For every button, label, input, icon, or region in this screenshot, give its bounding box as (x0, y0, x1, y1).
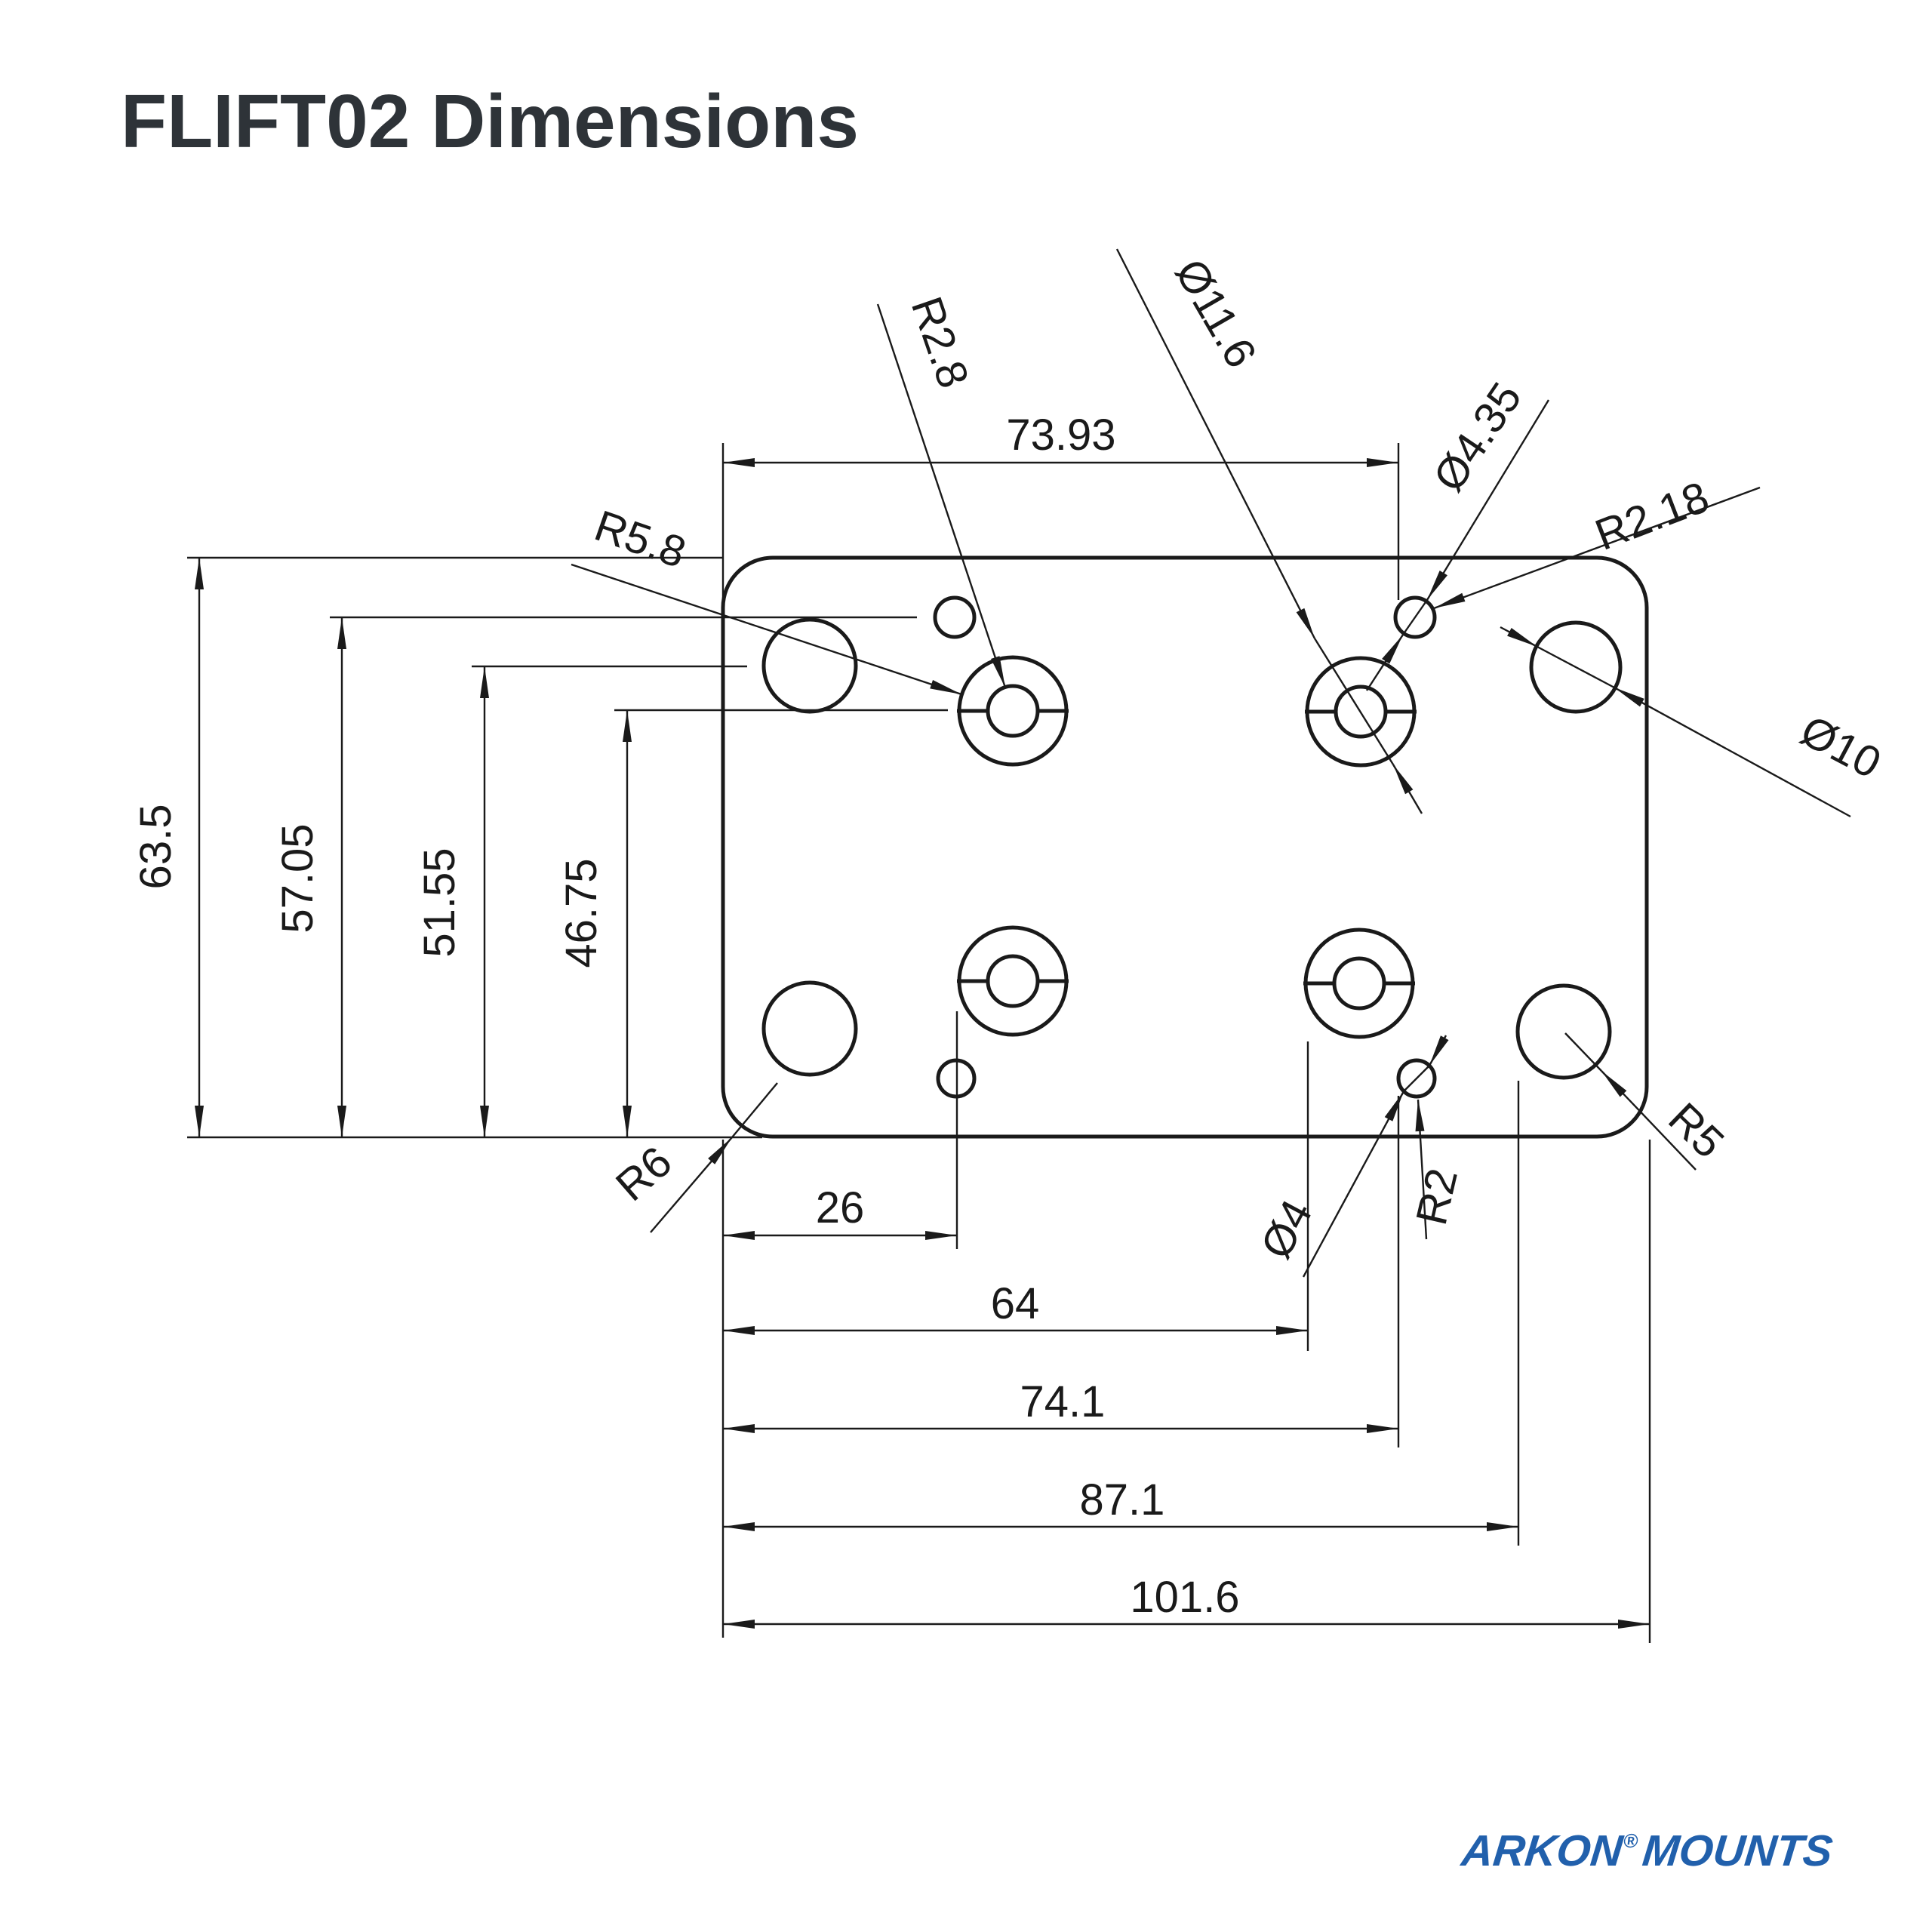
page-title: FLIFT02 Dimensions (121, 79, 859, 164)
callout-r2-8: R2.8 (902, 291, 978, 394)
dim-label-74-1: 74.1 (1020, 1377, 1106, 1426)
dim-label-87-1: 87.1 (1080, 1475, 1165, 1524)
registered-mark-icon: ® (1622, 1829, 1639, 1852)
logo-brand: ARKON (1458, 1826, 1626, 1875)
dim-label-101-6: 101.6 (1130, 1573, 1239, 1622)
corner-hole-top-left (761, 617, 858, 714)
dim-label-64: 64 (991, 1279, 1040, 1328)
top-dimension: 73.93 (721, 411, 1400, 613)
corner-hole-top-right (1529, 620, 1623, 714)
counterbore-hole-bottom-left (957, 925, 1069, 1037)
counterbore-hole-top-right (1305, 656, 1417, 768)
plate (721, 555, 1649, 1139)
pilot-hole-top-left (933, 595, 977, 639)
callout-r5: R5 (1659, 1094, 1733, 1168)
corner-hole-bottom-right (1515, 983, 1612, 1080)
callout-d4: Ø4 (1251, 1192, 1322, 1266)
callout-d10: Ø10 (1792, 706, 1888, 788)
callout-d11-6: Ø11.6 (1165, 251, 1266, 376)
dim-label-63-5: 63.5 (131, 804, 180, 890)
left-dimensions: 63.5 57.05 51.55 46.75 (131, 556, 948, 1139)
callout-r6: R6 (607, 1137, 681, 1211)
dim-label-57-05: 57.05 (273, 823, 322, 933)
pilot-hole-top-right (1393, 595, 1437, 639)
callout-r2-18: R2.18 (1589, 472, 1715, 560)
pilot-hole-bottom-right (1396, 1058, 1437, 1099)
dim-label-51-55: 51.55 (415, 848, 464, 957)
dim-label-26: 26 (816, 1183, 865, 1232)
counterbore-hole-top-left (957, 655, 1069, 767)
counterbore-hole-bottom-right (1303, 928, 1415, 1039)
plate-outline (721, 555, 1649, 1139)
dim-label-46-75: 46.75 (557, 858, 606, 968)
callouts: R5.8 R2.8 Ø11.6 Ø4.35 R2.18 Ø10 R6 R5 (571, 248, 1889, 1278)
dim-label-73-93: 73.93 (1006, 411, 1115, 460)
arkon-mounts-logo: ARKON®MOUNTS (1458, 1826, 1835, 1875)
logo-brand-secondary: MOUNTS (1640, 1826, 1835, 1875)
callout-d4-35: Ø4.35 (1424, 374, 1531, 500)
bottom-dimensions: 26 64 74.1 87.1 101.6 (721, 1011, 1651, 1643)
callout-r5-8: R5.8 (589, 501, 692, 577)
corner-hole-bottom-left (761, 980, 858, 1077)
callout-r2: R2 (1407, 1164, 1467, 1229)
